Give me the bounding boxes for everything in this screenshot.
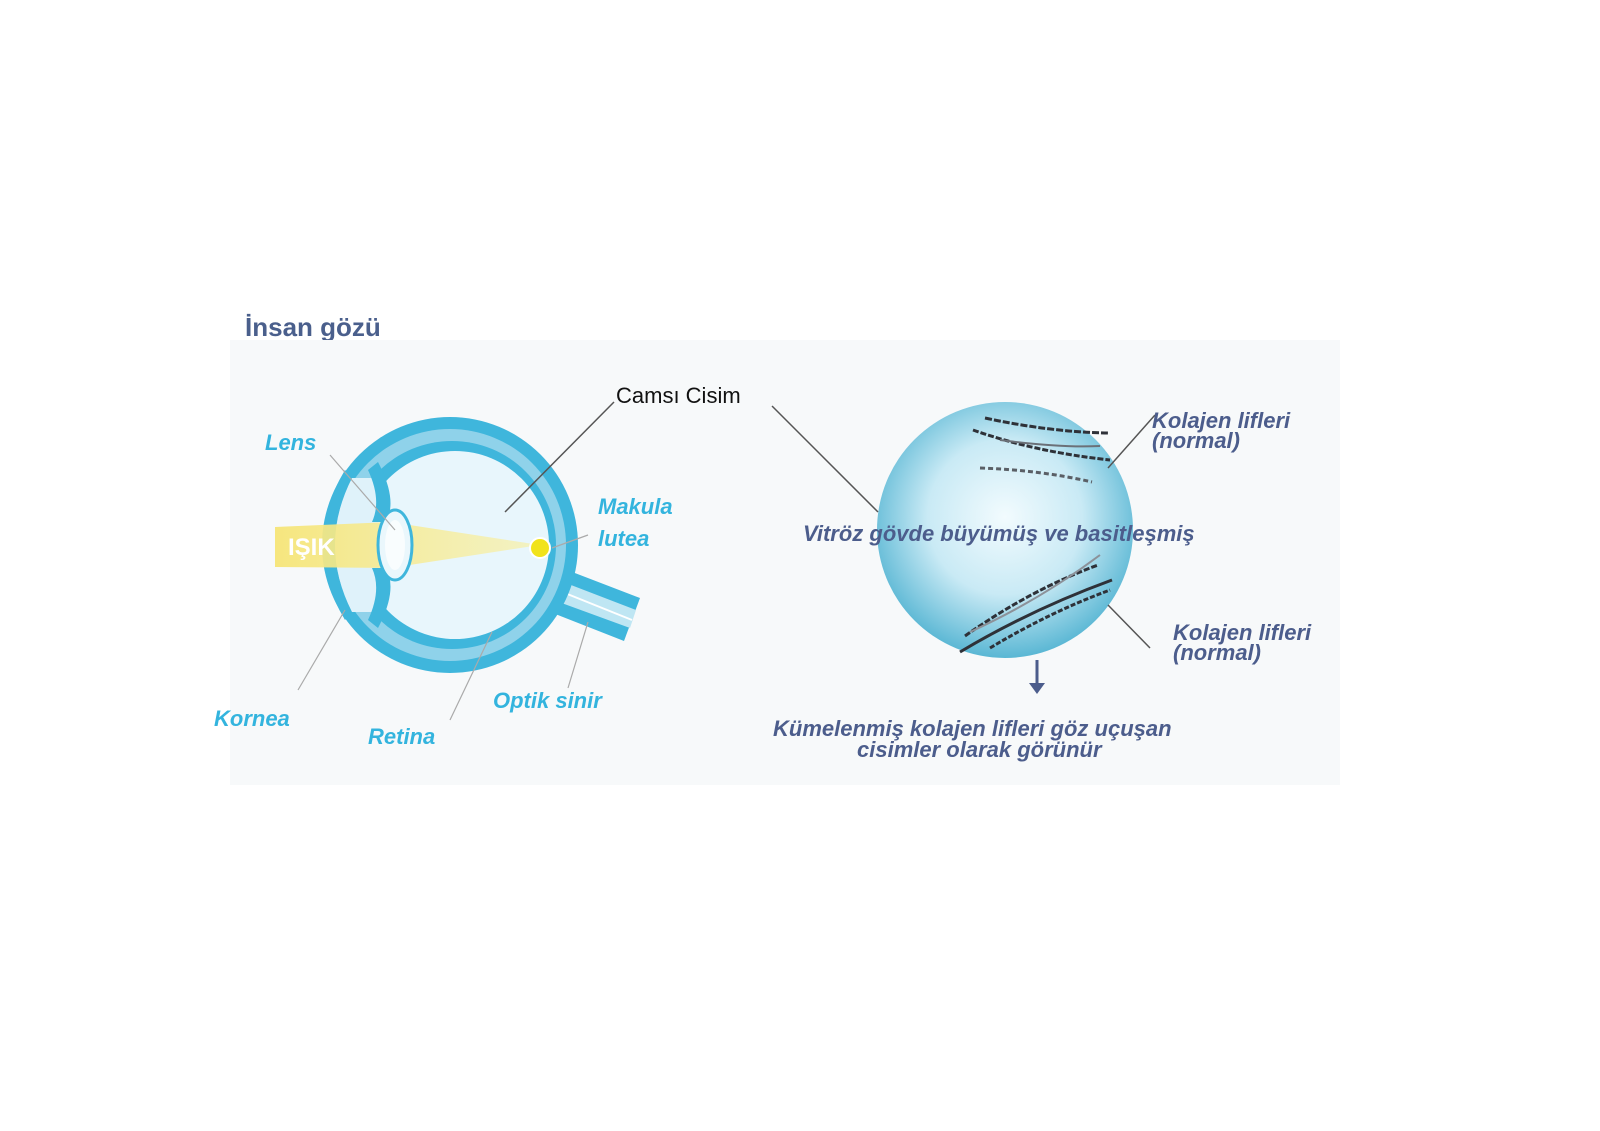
diagram-title: İnsan gözü (245, 312, 381, 342)
collagen-fibers-clumped (959, 554, 1113, 654)
label-kumelenmis-line2: cisimler olarak görünür (857, 737, 1102, 762)
leader-lines (504, 401, 1156, 649)
label-kolajen-top-line2: (normal) (1152, 428, 1240, 453)
vitreous-sphere (877, 402, 1133, 694)
label-isik: IŞIK (288, 534, 335, 561)
label-kolajen-top-line1: Kolajen lifleri (1152, 408, 1291, 433)
cornea (322, 470, 352, 620)
collagen-fibers-top (972, 416, 1111, 484)
label-vitroz: Vitröz gövde büyümüş ve basitleşmiş (803, 521, 1195, 546)
label-optik-sinir: Optik sinir (493, 688, 602, 713)
label-kolajen-bottom-line2: (normal) (1173, 640, 1261, 665)
label-retina: Retina (368, 724, 436, 749)
label-lens: Lens (265, 430, 317, 455)
label-makula-line1: Makula (598, 494, 673, 519)
down-arrow-icon (1029, 660, 1045, 694)
label-camsi-cisim: Camsı Cisim (616, 383, 741, 408)
human-eye (275, 417, 640, 673)
label-makula-line2: lutea (598, 526, 650, 551)
label-kornea: Kornea (214, 706, 290, 731)
label-kolajen-bottom-line1: Kolajen lifleri (1173, 620, 1312, 645)
macula-lutea (529, 537, 551, 559)
label-kumelenmis-line1: Kümelenmiş kolajen lifleri göz uçuşan (773, 716, 1172, 741)
